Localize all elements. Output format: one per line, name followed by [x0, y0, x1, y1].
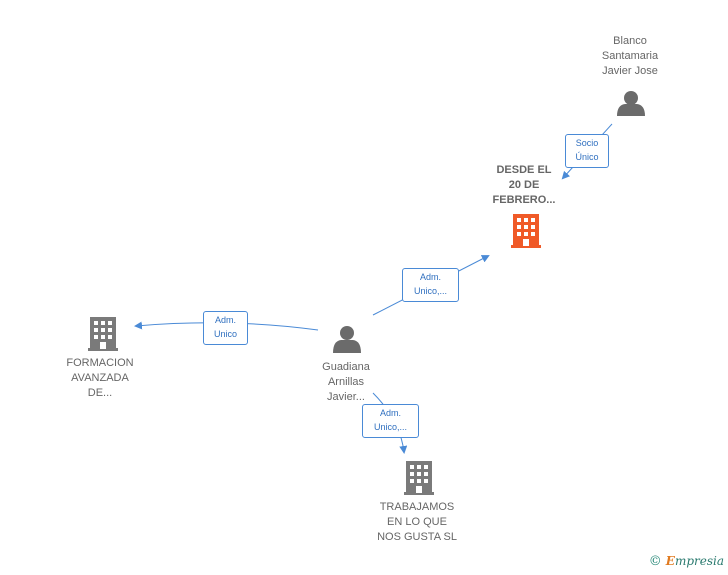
- edge-label-socio: Socio Único: [565, 134, 609, 168]
- edge-label-adm-formacion: Adm. Unico: [203, 311, 248, 345]
- brand-name: mpresia: [674, 554, 724, 568]
- node-label-guadiana[interactable]: Guadiana Arnillas Javier...: [322, 361, 370, 403]
- building-icon[interactable]: [88, 317, 118, 351]
- copyright-icon: ©: [648, 554, 662, 569]
- person-icon[interactable]: [333, 326, 361, 353]
- node-label-formacion[interactable]: FORMACION AVANZADA DE...: [66, 357, 134, 399]
- brand-initial: E: [665, 554, 675, 568]
- edge-label-adm-trabajamos: Adm. Unico,...: [362, 404, 419, 438]
- node-label-blanco[interactable]: Blanco Santamaria Javier Jose: [601, 35, 659, 77]
- edge-label-adm-desde: Adm. Unico,...: [402, 268, 459, 302]
- node-label-desde[interactable]: DESDE EL 20 DE FEBRERO...: [492, 164, 556, 206]
- node-label-trabajamos[interactable]: TRABAJAMOS EN LO QUE NOS GUSTA SL: [377, 501, 457, 543]
- building-icon[interactable]: [404, 461, 434, 495]
- person-icon[interactable]: [617, 91, 645, 116]
- empresia-watermark: ©Empresia: [649, 554, 724, 569]
- building-icon[interactable]: [511, 214, 541, 248]
